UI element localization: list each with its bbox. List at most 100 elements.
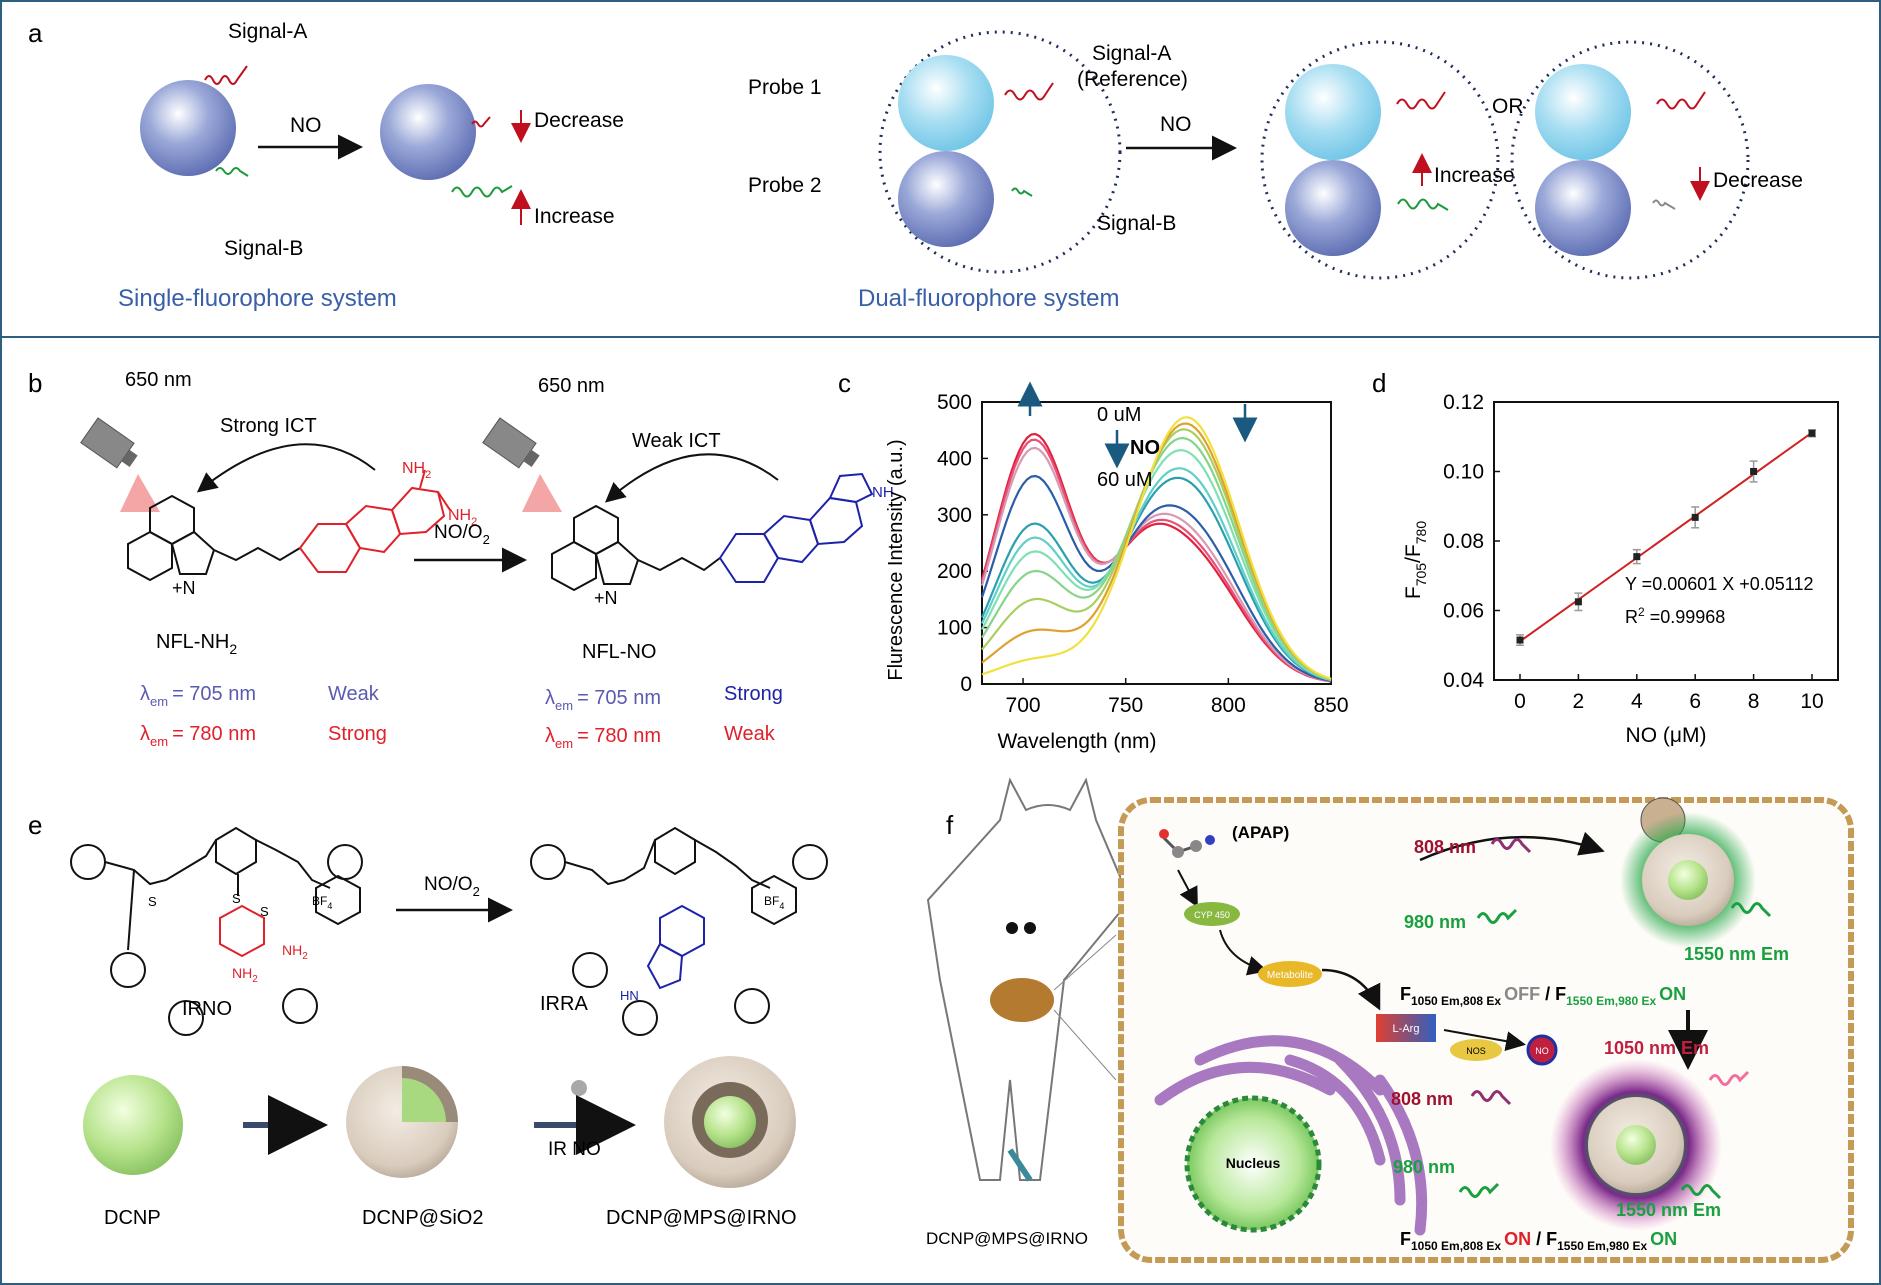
- c-x-tick-label: 850: [1313, 694, 1348, 717]
- b-right-ict: Weak ICT: [632, 430, 721, 452]
- c-y-tick-label: 300: [937, 504, 972, 527]
- probe1-sphere: [898, 55, 994, 151]
- dual-no-label: NO: [1160, 113, 1192, 136]
- case1-red-wave-icon: [1396, 91, 1446, 110]
- irno-s: S: [232, 891, 241, 906]
- c-y-tick-label: 0: [960, 673, 972, 696]
- dual-fluorophore-caption: Dual-fluorophore system: [858, 285, 1119, 312]
- dcnp-label: DCNP: [104, 1207, 161, 1229]
- c-plot-frame: [981, 401, 1332, 685]
- d-x-tick-label: 0: [1514, 690, 1526, 713]
- b-left-wavelength: 650 nm: [125, 369, 192, 391]
- ict-arrow-right: [604, 453, 779, 503]
- irno-red-ring: [219, 904, 265, 958]
- irno-structure: [70, 826, 363, 1036]
- single-probe-sphere-after: [380, 84, 476, 180]
- d-data-point: [1750, 468, 1758, 475]
- signal-a-wave-icon: [204, 65, 248, 85]
- c-annot-0um: 0 uM: [1097, 404, 1141, 426]
- case1-probe2-sphere: [1285, 160, 1381, 256]
- c-series-line: [981, 467, 1332, 682]
- c-xlabel: Wavelength (nm): [997, 730, 1156, 753]
- d-x-tick-label: 8: [1748, 690, 1760, 713]
- d-data-point: [1691, 513, 1699, 521]
- d-xlabel: NO (μM): [1626, 724, 1707, 747]
- c-y-tick-label: 400: [937, 447, 972, 470]
- c-series-line: [981, 449, 1332, 681]
- b-right-em705-note: Strong: [724, 683, 783, 705]
- irra-hn: HN: [620, 988, 639, 1003]
- f-bottom-808: 808 nm: [1391, 1089, 1453, 1109]
- c-annot-60um: 60 uM: [1097, 469, 1153, 491]
- case1-green-wave-icon: [1397, 198, 1449, 211]
- panel-f-letter: f: [946, 810, 954, 840]
- f-top-808-wave-icon: [1490, 838, 1532, 854]
- panel-e-letter: e: [28, 810, 42, 840]
- nfl-nh2-name: NFL-NH2: [156, 631, 237, 657]
- c-series-line: [980, 438, 1332, 683]
- d-y-tick-label: 0.10: [1443, 461, 1484, 484]
- b-left-em705: λem= 705 nm: [140, 683, 256, 709]
- l-arg-label: L-Arg: [1393, 1023, 1420, 1035]
- b-right-em705: λem= 705 nm: [545, 687, 661, 713]
- b-right-n-plus: +N: [594, 588, 618, 608]
- c-x-tick-label: 750: [1108, 694, 1143, 717]
- laser-beam-left: [120, 474, 160, 512]
- cyp-arrow: [1219, 929, 1268, 976]
- irra-structure: [530, 826, 828, 1036]
- c-series-line: [980, 446, 1332, 683]
- single-probe-sphere: [140, 80, 236, 176]
- single-fluorophore-caption: Single-fluorophore system: [118, 285, 397, 312]
- d-data-point: [1633, 553, 1641, 561]
- ir-no-molecule-icon: [571, 1080, 587, 1096]
- dcnp-sio2-label: DCNP@SiO2: [362, 1207, 483, 1229]
- d-equation: Y =0.00601 X +0.05112: [1625, 574, 1814, 594]
- decrease-case-circle: [1510, 40, 1750, 280]
- d-x-tick-label: 6: [1689, 690, 1701, 713]
- f-bottom-1550: 1550 nm Em: [1616, 1200, 1721, 1220]
- f-bottom-808-wave-icon: [1470, 1090, 1512, 1106]
- metabolite-label: Metabolite: [1267, 970, 1314, 981]
- panel-c-letter: c: [838, 368, 851, 398]
- c-y-tick-label: 100: [937, 617, 972, 640]
- b-reagent: NO/O2: [434, 522, 490, 547]
- dcnp-sphere: [83, 1075, 183, 1175]
- case1-increase-label: Increase: [1434, 164, 1515, 187]
- c-y-tick-label: 500: [937, 391, 972, 414]
- f-bottom-1550-wave-icon: [1680, 1184, 1722, 1200]
- signal-b-wave-icon: [215, 167, 249, 177]
- f-bottom-980: 980 nm: [1393, 1157, 1455, 1177]
- irno-s3: S: [260, 904, 269, 919]
- cyp450-enzyme: [1184, 902, 1240, 926]
- np-core-top: [1668, 860, 1708, 900]
- probe2-label: Probe 2: [748, 174, 822, 197]
- b-left-nh2-bottom: NH2: [448, 507, 477, 528]
- c-series-line: [980, 474, 1332, 682]
- c-x-tick-label: 700: [1006, 694, 1041, 717]
- no-label: NO: [290, 114, 322, 137]
- d-data-point: [1808, 429, 1816, 437]
- d-data-point: [1574, 598, 1582, 606]
- panel-d-letter: d: [1372, 368, 1386, 398]
- cyp450-label: CYP 450: [1194, 910, 1230, 920]
- b-left-em780: λem= 780 nm: [140, 723, 256, 749]
- c-y-tick-label: 200: [937, 560, 972, 583]
- f-top-1550: 1550 nm Em: [1684, 944, 1789, 964]
- irno-bf4: BF4: [312, 894, 332, 911]
- case2-decrease-label: Decrease: [1713, 169, 1803, 192]
- c-ylabel: Flurescence Intensity (a.u.): [885, 439, 907, 680]
- irra-label: IRRA: [540, 993, 588, 1015]
- mouse-label: DCNP@MPS@IRNO: [926, 1229, 1088, 1248]
- d-y-tick-label: 0.06: [1443, 600, 1484, 623]
- c-series-line: [980, 476, 1332, 682]
- panel-a-letter: a: [28, 18, 43, 48]
- c-series-line: [981, 436, 1332, 681]
- d-data-point: [1516, 636, 1524, 644]
- d-x-tick-label: 10: [1800, 690, 1823, 713]
- dual-signal-b-label: Signal-B: [1097, 212, 1176, 235]
- f-top-980: 980 nm: [1404, 912, 1466, 932]
- b-left-em780-note: Strong: [328, 723, 387, 745]
